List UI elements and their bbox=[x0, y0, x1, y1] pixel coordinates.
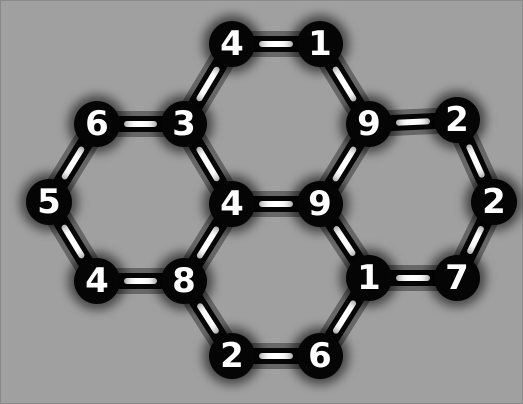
edge-dash-n7-n11 bbox=[61, 224, 85, 259]
edge-dash-n6-n10 bbox=[466, 144, 485, 178]
node-2-far-right[interactable]: 2 bbox=[471, 179, 517, 225]
node-1-top[interactable]: 1 bbox=[297, 21, 343, 67]
edge-dash-n5-n6 bbox=[395, 118, 431, 126]
node-3[interactable]: 3 bbox=[161, 101, 207, 147]
edge-dash-n12-n15 bbox=[197, 303, 219, 334]
edge-dash-n4-n8 bbox=[196, 146, 220, 182]
edge-dash-n2-n5 bbox=[332, 66, 357, 102]
node-9-upper[interactable]: 9 bbox=[346, 101, 392, 147]
edge-dash-n8-n12 bbox=[196, 226, 220, 259]
node-7[interactable]: 7 bbox=[434, 255, 480, 301]
edge-dash-n1-n4 bbox=[196, 66, 220, 102]
node-8[interactable]: 8 bbox=[161, 258, 207, 304]
node-4-bottom-left[interactable]: 4 bbox=[74, 258, 120, 304]
node-4-top[interactable]: 4 bbox=[209, 21, 255, 67]
node-4-center[interactable]: 4 bbox=[209, 181, 255, 227]
edge-dash-n13-n16 bbox=[332, 300, 357, 334]
node-2-right[interactable]: 2 bbox=[434, 97, 480, 143]
node-6[interactable]: 6 bbox=[74, 101, 120, 147]
edge-dash-n9-n13 bbox=[333, 226, 356, 256]
node-5[interactable]: 5 bbox=[26, 179, 72, 225]
node-2-bottom[interactable]: 2 bbox=[209, 333, 255, 379]
node-1-lower[interactable]: 1 bbox=[346, 255, 392, 301]
edge-dash-n5-n9 bbox=[332, 146, 357, 182]
edge-dash-n10-n14 bbox=[467, 225, 484, 255]
node-9-center[interactable]: 9 bbox=[297, 181, 343, 227]
node-6-bottom[interactable]: 6 bbox=[297, 333, 343, 379]
edge-dash-n3-n7 bbox=[61, 146, 85, 180]
